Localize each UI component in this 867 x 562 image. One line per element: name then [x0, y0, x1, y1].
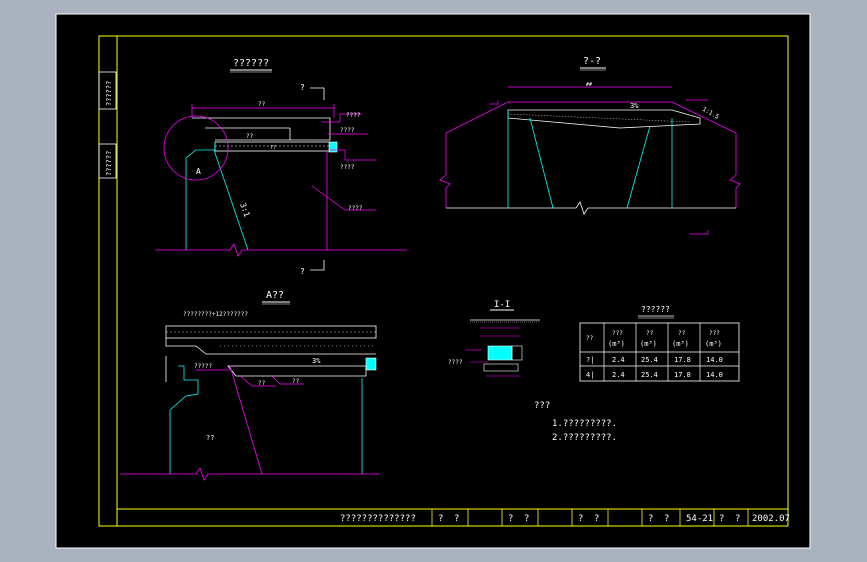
title-cell-8: ? — [664, 514, 669, 524]
table-r0-c4: 14.0 — [706, 356, 723, 364]
table-r0-c0: ?| — [586, 356, 594, 364]
detail-slope-pct: 3% — [312, 357, 321, 365]
table-title: ?????? — [641, 305, 670, 314]
quantity-table: ?????? ?? ??? (m³) ?? (m³) ?? (m³) ??? (… — [579, 305, 740, 382]
title-cell-4: ? — [524, 514, 529, 524]
left-callout-grade: ?? — [246, 133, 254, 140]
title-cell-2: ? — [454, 514, 459, 524]
note-2: 2.?????????. — [552, 433, 617, 443]
table-header-1-unit: (m³) — [608, 340, 625, 348]
title-cell-3: ? — [508, 514, 513, 524]
cut-callout: ???? — [448, 359, 463, 366]
title-cell-10: ? — [735, 514, 740, 524]
detail-callout-c: ?? — [292, 378, 300, 385]
sheet-background — [55, 13, 811, 549]
title-cell-7: ? — [648, 514, 653, 524]
table-r1-c1: 2.4 — [612, 371, 625, 379]
cut-view-title: I-I — [494, 300, 510, 310]
section-dim-top: ## — [586, 82, 592, 88]
table-r1-c2: 25.4 — [641, 371, 658, 379]
cut-base — [483, 363, 519, 372]
left-view-title: ?????? — [233, 58, 269, 69]
table-header-4-unit: (m³) — [705, 340, 722, 348]
title-cell-9: ? — [719, 514, 724, 524]
drawing-border — [98, 35, 789, 527]
table-r1-c3: 17.8 — [674, 371, 691, 379]
detail-circle-a — [163, 115, 229, 181]
table-r1-c0: 4| — [586, 371, 594, 379]
notes-heading: ??? — [534, 401, 550, 411]
left-dim-x: ?? — [270, 145, 276, 151]
left-dim-top: ?? — [258, 101, 266, 108]
section-slope-pct: 3% — [630, 102, 639, 110]
detail-curb — [365, 357, 377, 371]
table-header-1: ??? — [612, 330, 623, 337]
table-r0-c3: 17.8 — [674, 356, 691, 364]
side-label-bottom: ?????? — [105, 151, 113, 176]
left-elevation-view: ?????? ? ? ?? ?? ?? 3:1 A ???? — [155, 58, 407, 276]
cut-view: I-I ???? — [448, 300, 540, 377]
left-callout-4: ???? — [348, 205, 363, 212]
table-r0-c1: 2.4 — [612, 356, 625, 364]
section-view-title: ?-? — [583, 56, 601, 67]
table-header-2-unit: (m³) — [640, 340, 657, 348]
side-label-strip: ?????? ?????? — [98, 36, 118, 526]
table-header-0: ?? — [586, 335, 594, 342]
left-callout-3: ???? — [340, 164, 355, 171]
cut-rebar-box — [487, 345, 513, 361]
table-r0-c2: 25.4 — [641, 356, 658, 364]
notes-block: ??? 1.?????????. 2.?????????. — [534, 401, 617, 443]
title-cell-6: ? — [594, 514, 599, 524]
table-header-3-unit: (m³) — [672, 340, 689, 348]
detail-top-note: ????????+12??????? — [183, 311, 248, 318]
left-callout-1: ???? — [346, 112, 361, 119]
left-callout-2: ???? — [340, 127, 355, 134]
table-r1-c4: 14.0 — [706, 371, 723, 379]
curb-block — [328, 141, 338, 153]
table-header-2: ?? — [646, 330, 654, 337]
title-date: 2002.07 — [752, 514, 790, 524]
title-project: ?????????????? — [340, 514, 416, 524]
title-drawing-no: 54-21 — [686, 514, 713, 524]
detail-circle-label: A — [196, 167, 201, 176]
title-cell-1: ? — [438, 514, 443, 524]
title-cell-5: ? — [578, 514, 583, 524]
note-1: 1.?????????. — [552, 419, 617, 429]
table-header-4: ??? — [709, 330, 720, 337]
detail-view-title: A?? — [266, 290, 284, 301]
detail-callout-a: ????? — [194, 363, 212, 370]
detail-callout-b: ?? — [258, 380, 266, 387]
table-header-3: ?? — [678, 330, 686, 337]
section-mark-bottom: ? — [300, 267, 305, 276]
section-mark-top: ? — [300, 83, 305, 92]
side-label-top: ?????? — [105, 81, 113, 106]
detail-view-a: A?? ????????+12??????? 3% ?? ????? ?? ?? — [120, 290, 380, 481]
title-block: ?????????????? ? ? ? ? ? ? ? ? 54-21 ? ?… — [117, 508, 790, 526]
detail-hatched-beam — [227, 365, 367, 377]
detail-body-label: ?? — [206, 434, 214, 442]
